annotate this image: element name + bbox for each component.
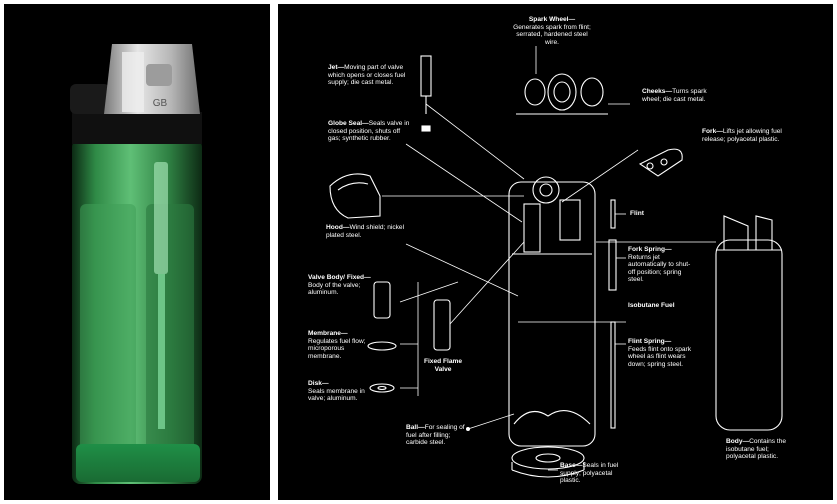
label-fork: Fork—Lifts jet allowing fuel release; po… [702,128,782,143]
fork-part [638,148,683,177]
lighter-photo: GB [4,4,270,500]
label-cheeks: Cheeks—Turns spark wheel; die cast metal… [642,88,707,103]
label-disk: Disk—Seals membrane in valve; aluminum. [308,380,365,403]
exploded-diagram: Spark Wheel—Generates spark from flint; … [278,4,833,500]
valve-stack [367,281,397,393]
label-jet: Jet—Moving part of valve which opens or … [328,64,406,87]
label-ball: Ball—For sealing of fuel after filling; … [406,424,465,447]
flint-spring-part [610,321,616,429]
label-valve-body: Valve Body/ Fixed—Body of the valve; alu… [308,274,371,297]
base-part [511,446,585,478]
lighter-photo-drawing: GB [70,44,202,484]
label-base: Base—Seals in fuel supply; polyacetal pl… [560,462,619,485]
wheel-on-lighter [532,176,560,204]
label-flint: Flint [630,210,644,217]
lighter-outline [508,181,596,447]
jet-part [420,55,432,132]
top-band [72,112,202,144]
label-fixed-flame-valve: Fixed Flame Valve [423,358,463,373]
label-isobutane-fuel: Isobutane Fuel [628,302,675,309]
label-globe-seal: Globe Seal—Seals valve in closed positio… [328,120,410,143]
lighter-base [76,444,200,482]
label-flint-spring: Flint Spring—Feeds flint onto spark whee… [628,338,692,368]
fork-spring-part [608,239,617,291]
hood-part [329,173,381,219]
label-fork-spring: Fork Spring—Returns jet automatically to… [628,246,691,284]
label-membrane: Membrane—Regulates fuel flow; microporou… [308,330,366,360]
cap-marking: GB [153,98,168,109]
fixed-flame-valve-part [433,299,451,351]
body-part [715,215,783,431]
diagram-drawing [329,46,783,478]
flint-part [610,199,616,229]
label-body: Body—Contains the isobutane fuel; polyac… [726,438,787,461]
label-spark-wheel: Spark Wheel—Generates spark from flint; … [513,16,591,46]
spark-wheel-part [516,73,608,115]
leader-lines [382,46,716,471]
inner-tube [154,162,168,274]
lever [70,84,110,114]
label-hood: Hood—Wind shield; nickel plated steel. [326,224,405,239]
